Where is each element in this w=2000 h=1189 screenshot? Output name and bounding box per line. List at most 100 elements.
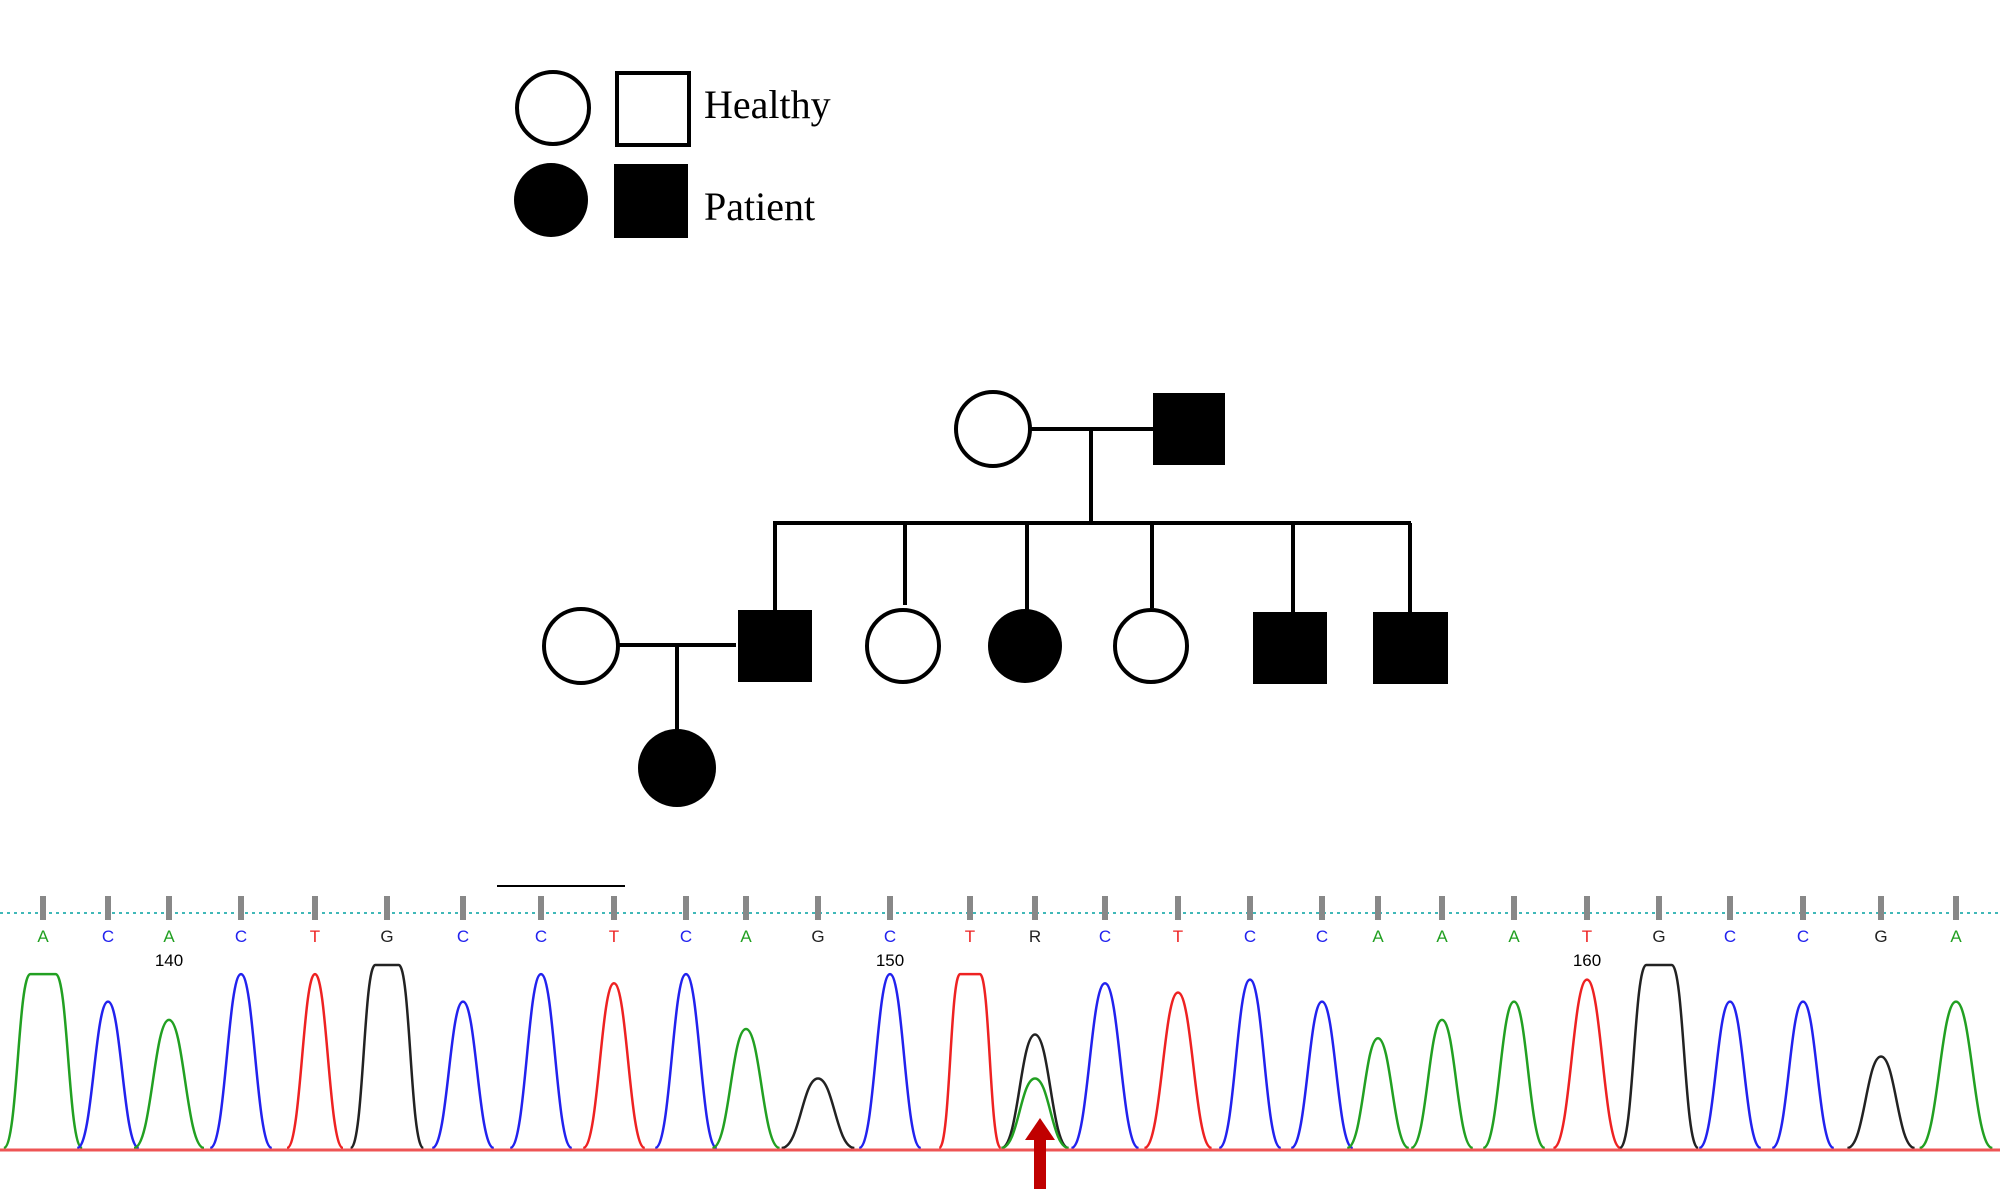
trace-peak [937, 972, 1003, 1150]
base-call-label: C [457, 927, 469, 946]
base-tick [1247, 896, 1253, 920]
legend: Healthy Patient [514, 70, 831, 238]
variant-arrow-shaft [1034, 1138, 1046, 1189]
trace-peak [1143, 991, 1213, 1150]
variant-arrow [1025, 1118, 1055, 1189]
gen2-son-patient-male-3 [1373, 612, 1448, 684]
base-tick [815, 896, 821, 920]
base-tick [1511, 896, 1517, 920]
base-call-label: T [965, 927, 975, 946]
legend-healthy-label: Healthy [704, 82, 831, 127]
gen2-daughter-healthy-female [865, 608, 941, 684]
trace-peak [1218, 978, 1282, 1150]
gen3-granddaughter-patient-female [638, 729, 716, 807]
base-tick [384, 896, 390, 920]
trace-peak [285, 972, 345, 1150]
base-tick [460, 896, 466, 920]
variant-arrow-head [1025, 1118, 1055, 1140]
legend-patient-label: Patient [704, 184, 815, 229]
pedigree [542, 390, 1448, 807]
gen2-daughter-patient-female [988, 609, 1062, 683]
base-call-label: C [680, 927, 692, 946]
base-tick [166, 896, 172, 920]
gen2-son-patient-male-2 [1253, 612, 1327, 684]
base-tick [312, 896, 318, 920]
trace-peak [508, 972, 574, 1150]
trace-peak [133, 1018, 205, 1150]
base-call-label: A [163, 927, 175, 946]
base-call-label: C [1316, 927, 1328, 946]
position-labels: 140 150 160 [155, 951, 1601, 970]
base-tick [1953, 896, 1959, 920]
base-tick [1656, 896, 1662, 920]
base-call-label: A [37, 927, 49, 946]
legend-healthy-male-symbol [615, 71, 691, 147]
base-call-label: R [1029, 927, 1041, 946]
trace-peak [1410, 1018, 1474, 1150]
trace-peaks [2, 963, 1993, 1150]
trace-peak [2, 972, 84, 1150]
base-call-label: C [235, 927, 247, 946]
trace-peak [1771, 1000, 1835, 1150]
gen2-spouse-healthy-female [542, 607, 620, 685]
base-call-label: G [380, 927, 393, 946]
trace-peak [76, 1000, 140, 1150]
trace-peak [1919, 1000, 1993, 1150]
base-call-label: G [811, 927, 824, 946]
trace-peak [1290, 1000, 1354, 1150]
base-tick [683, 896, 689, 920]
base-call-label: C [1797, 927, 1809, 946]
base-tick [743, 896, 749, 920]
trace-peak [349, 963, 425, 1150]
base-tick [1584, 896, 1590, 920]
trace-peak [431, 1000, 495, 1150]
base-call-label: A [1508, 927, 1520, 946]
base-tick [40, 896, 46, 920]
base-tick [1878, 896, 1884, 920]
base-call-label: G [1652, 927, 1665, 946]
base-tick [967, 896, 973, 920]
base-tick [1319, 896, 1325, 920]
base-call-label: C [1099, 927, 1111, 946]
base-call-label: A [1436, 927, 1448, 946]
trace-peak [1070, 982, 1140, 1150]
base-call-label: G [1874, 927, 1887, 946]
position-label: 160 [1573, 951, 1601, 970]
base-tick [1375, 896, 1381, 920]
trace-peak [711, 1027, 781, 1150]
base-call-label: A [740, 927, 752, 946]
trace-peak [1552, 978, 1622, 1150]
legend-healthy-female-symbol [515, 70, 591, 146]
base-call-label: T [609, 927, 619, 946]
base-tick [1102, 896, 1108, 920]
trace-peak [1846, 1055, 1916, 1150]
trace-peak [1000, 1033, 1070, 1150]
base-tick [887, 896, 893, 920]
base-call-label: C [884, 927, 896, 946]
trace-peak [1346, 1036, 1410, 1150]
trace-peak [781, 1077, 855, 1150]
base-tick [611, 896, 617, 920]
gen2-daughter-healthy-female-2 [1113, 608, 1189, 684]
position-label: 140 [155, 951, 183, 970]
base-tick [1032, 896, 1038, 920]
base-call-label: C [1244, 927, 1256, 946]
gen1-mother-healthy-female [954, 390, 1032, 468]
base-call-label: A [1950, 927, 1962, 946]
legend-patient-female-symbol [514, 163, 588, 237]
base-tick [1800, 896, 1806, 920]
trace-peak [1482, 1000, 1546, 1150]
trace-peak [1618, 963, 1700, 1150]
base-tick [538, 896, 544, 920]
legend-patient-male-symbol [614, 164, 688, 238]
position-label: 150 [876, 951, 904, 970]
base-call-label: T [310, 927, 320, 946]
base-ticks [40, 896, 1959, 920]
trace-peak [581, 982, 647, 1150]
base-tick [1727, 896, 1733, 920]
base-call-label: A [1372, 927, 1384, 946]
base-call-label: C [1724, 927, 1736, 946]
